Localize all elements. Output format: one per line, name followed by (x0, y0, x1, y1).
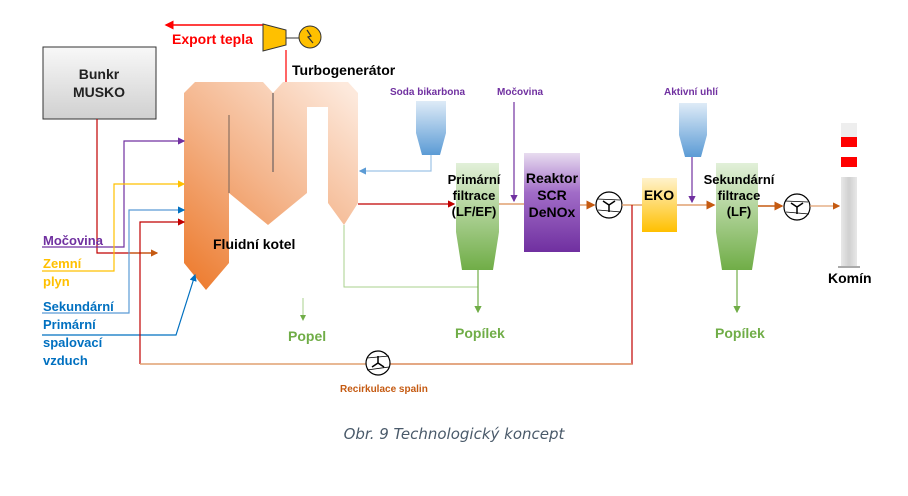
reactor-label-line3: DeNOx (529, 204, 576, 220)
bunker-label-line1: Bunkr (79, 66, 120, 82)
secondary-air-line (42, 206, 186, 314)
active-carbon-silo (679, 103, 707, 157)
soda-silo (416, 101, 446, 155)
turbine-icon (262, 23, 287, 52)
urea-input-line (42, 137, 186, 248)
bunker-label-line2: MUSKO (73, 84, 125, 100)
boiler-shape (184, 82, 358, 290)
recirculation-line (390, 205, 633, 365)
secondary-filter (716, 163, 758, 270)
active-carbon-label: Aktivní uhlí (664, 87, 719, 98)
primary-filter-label-line3: (LF/EF) (452, 204, 497, 219)
export-heat-label: Export tepla (172, 31, 253, 47)
input-secondary-air-label: Sekundární (43, 299, 114, 314)
boiler-label: Fluidní kotel (213, 236, 295, 252)
chimney (838, 123, 860, 268)
soda-label: Soda bikarbona (390, 87, 465, 98)
input-gas-label-line1: Zemní (43, 256, 82, 271)
input-primary-air-label-line2: spalovací (43, 335, 103, 350)
reactor-label-line1: Reaktor (526, 170, 579, 186)
popilek-label-2: Popílek (715, 325, 765, 341)
bunker-box (42, 46, 157, 120)
fan-icon (783, 193, 811, 221)
primary-filter-label-line2: filtrace (453, 188, 496, 203)
recirculation-fan-icon (365, 350, 391, 376)
popilek-label-1: Popílek (455, 325, 505, 341)
reactor-box (524, 153, 580, 252)
recirculation-line-left (139, 218, 186, 364)
secondary-filter-label-line2: filtrace (718, 188, 761, 203)
fan-icon (595, 191, 623, 219)
eko-box (642, 178, 677, 232)
secondary-filter-label-line1: Sekundární (704, 172, 775, 187)
figure-caption: Obr. 9 Technologický koncept (343, 425, 565, 443)
primary-filter (456, 163, 499, 270)
primary-air-line (42, 273, 197, 336)
bunker-feed-line (96, 119, 159, 257)
urea-top-label: Močovina (497, 87, 544, 98)
popel-label: Popel (288, 328, 326, 344)
soda-feed-line (358, 155, 432, 175)
gas-input-line (42, 180, 186, 272)
input-primary-air-label-line1: Primární (43, 317, 96, 332)
chimney-label: Komín (828, 270, 872, 286)
generator-icon (298, 25, 322, 49)
export-heat-line (164, 20, 287, 82)
primary-filter-label-line1: Primární (448, 172, 501, 187)
input-urea-label: Močovina (43, 233, 104, 248)
input-gas-label-line2: plyn (43, 274, 70, 289)
recirculation-label: Recirkulace spalin (340, 384, 428, 395)
secondary-filter-label-line3: (LF) (727, 204, 752, 219)
reactor-label-line2: SCR (537, 187, 567, 203)
input-primary-air-label-line3: vzduch (43, 353, 88, 368)
turbogenerator-label: Turbogenerátor (292, 62, 396, 78)
ash-return-line (343, 225, 478, 288)
eko-label: EKO (644, 187, 674, 203)
